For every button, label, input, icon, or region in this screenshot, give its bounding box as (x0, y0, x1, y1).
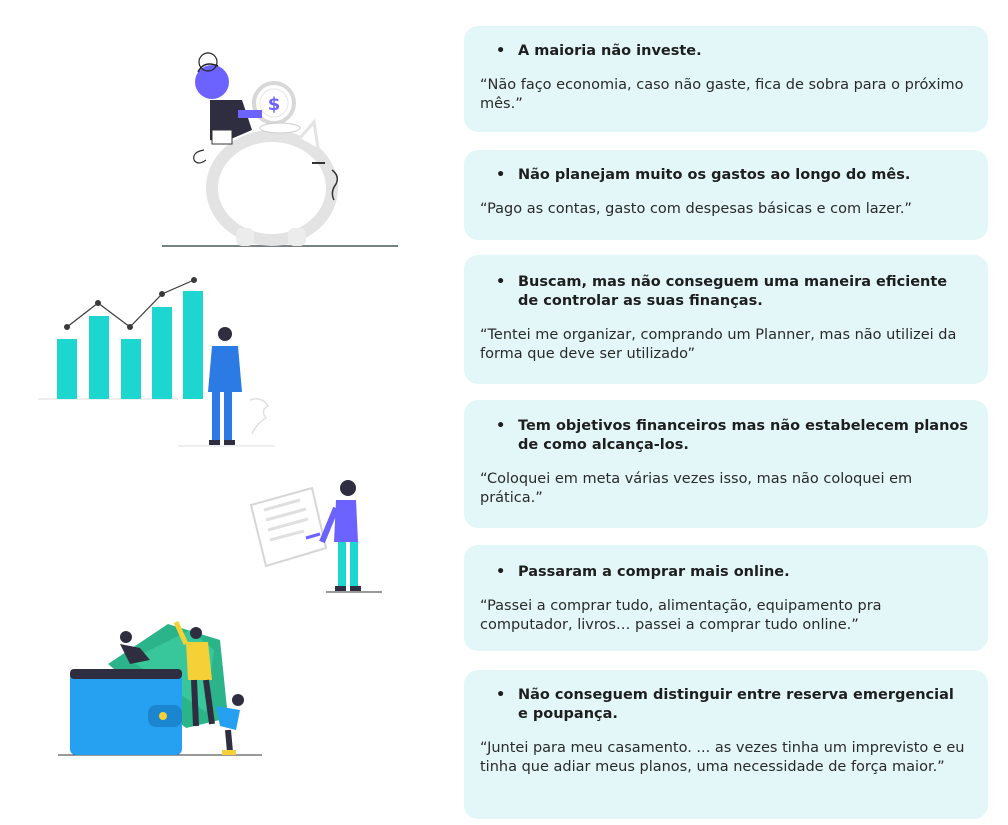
insight-card: • Não conseguem distinguir entre reserva… (464, 670, 988, 819)
card-title-row: • Tem objetivos financeiros mas não esta… (496, 417, 968, 455)
insight-card: • Tem objetivos financeiros mas não esta… (464, 400, 988, 528)
wallet-money-illustration (58, 620, 262, 756)
card-quote: “Juntei para meu casamento. ... as vezes… (480, 740, 965, 775)
card-title: Não conseguem distinguir entre reserva e… (518, 687, 954, 722)
card-quote: “Não faço economia, caso não gaste, fica… (480, 77, 964, 112)
bullet-icon: • (496, 564, 506, 580)
card-title-row: • Buscam, mas não conseguem uma maneira … (496, 273, 968, 311)
card-title-row: • Não planejam muito os gastos ao longo … (496, 166, 968, 185)
insight-card: • Buscam, mas não conseguem uma maneira … (464, 255, 988, 384)
card-title: A maioria não investe. (518, 43, 702, 59)
bullet-icon: • (496, 274, 506, 290)
insight-card: • Passaram a comprar mais online. “Passe… (464, 545, 988, 651)
card-title-row: • A maioria não investe. (496, 42, 968, 61)
bullet-icon: • (496, 43, 506, 59)
bullet-icon: • (496, 167, 506, 183)
card-quote: “Coloquei em meta várias vezes isso, mas… (480, 471, 913, 506)
person-document-illustration (249, 480, 382, 593)
piggy-bank-illustration: $ (162, 52, 398, 247)
card-quote: “Pago as contas, gasto com despesas bási… (480, 201, 912, 217)
insight-card: • A maioria não investe. “Não faço econo… (464, 26, 988, 132)
card-title: Passaram a comprar mais online. (518, 564, 790, 580)
card-quote: “Passei a comprar tudo, alimentação, equ… (480, 598, 882, 633)
card-quote: “Tentei me organizar, comprando um Plann… (480, 327, 957, 362)
bullet-icon: • (496, 687, 506, 703)
card-title-row: • Não conseguem distinguir entre reserva… (496, 686, 968, 724)
bullet-icon: • (496, 418, 506, 434)
coin-dollar-symbol: $ (268, 94, 281, 115)
card-title: Não planejam muito os gastos ao longo do… (518, 167, 911, 183)
card-title-row: • Passaram a comprar mais online. (496, 563, 968, 582)
card-title: Tem objetivos financeiros mas não estabe… (518, 418, 968, 453)
insight-card: • Não planejam muito os gastos ao longo … (464, 150, 988, 240)
card-title: Buscam, mas não conseguem uma maneira ef… (518, 274, 948, 309)
growth-chart-illustration (38, 277, 275, 447)
